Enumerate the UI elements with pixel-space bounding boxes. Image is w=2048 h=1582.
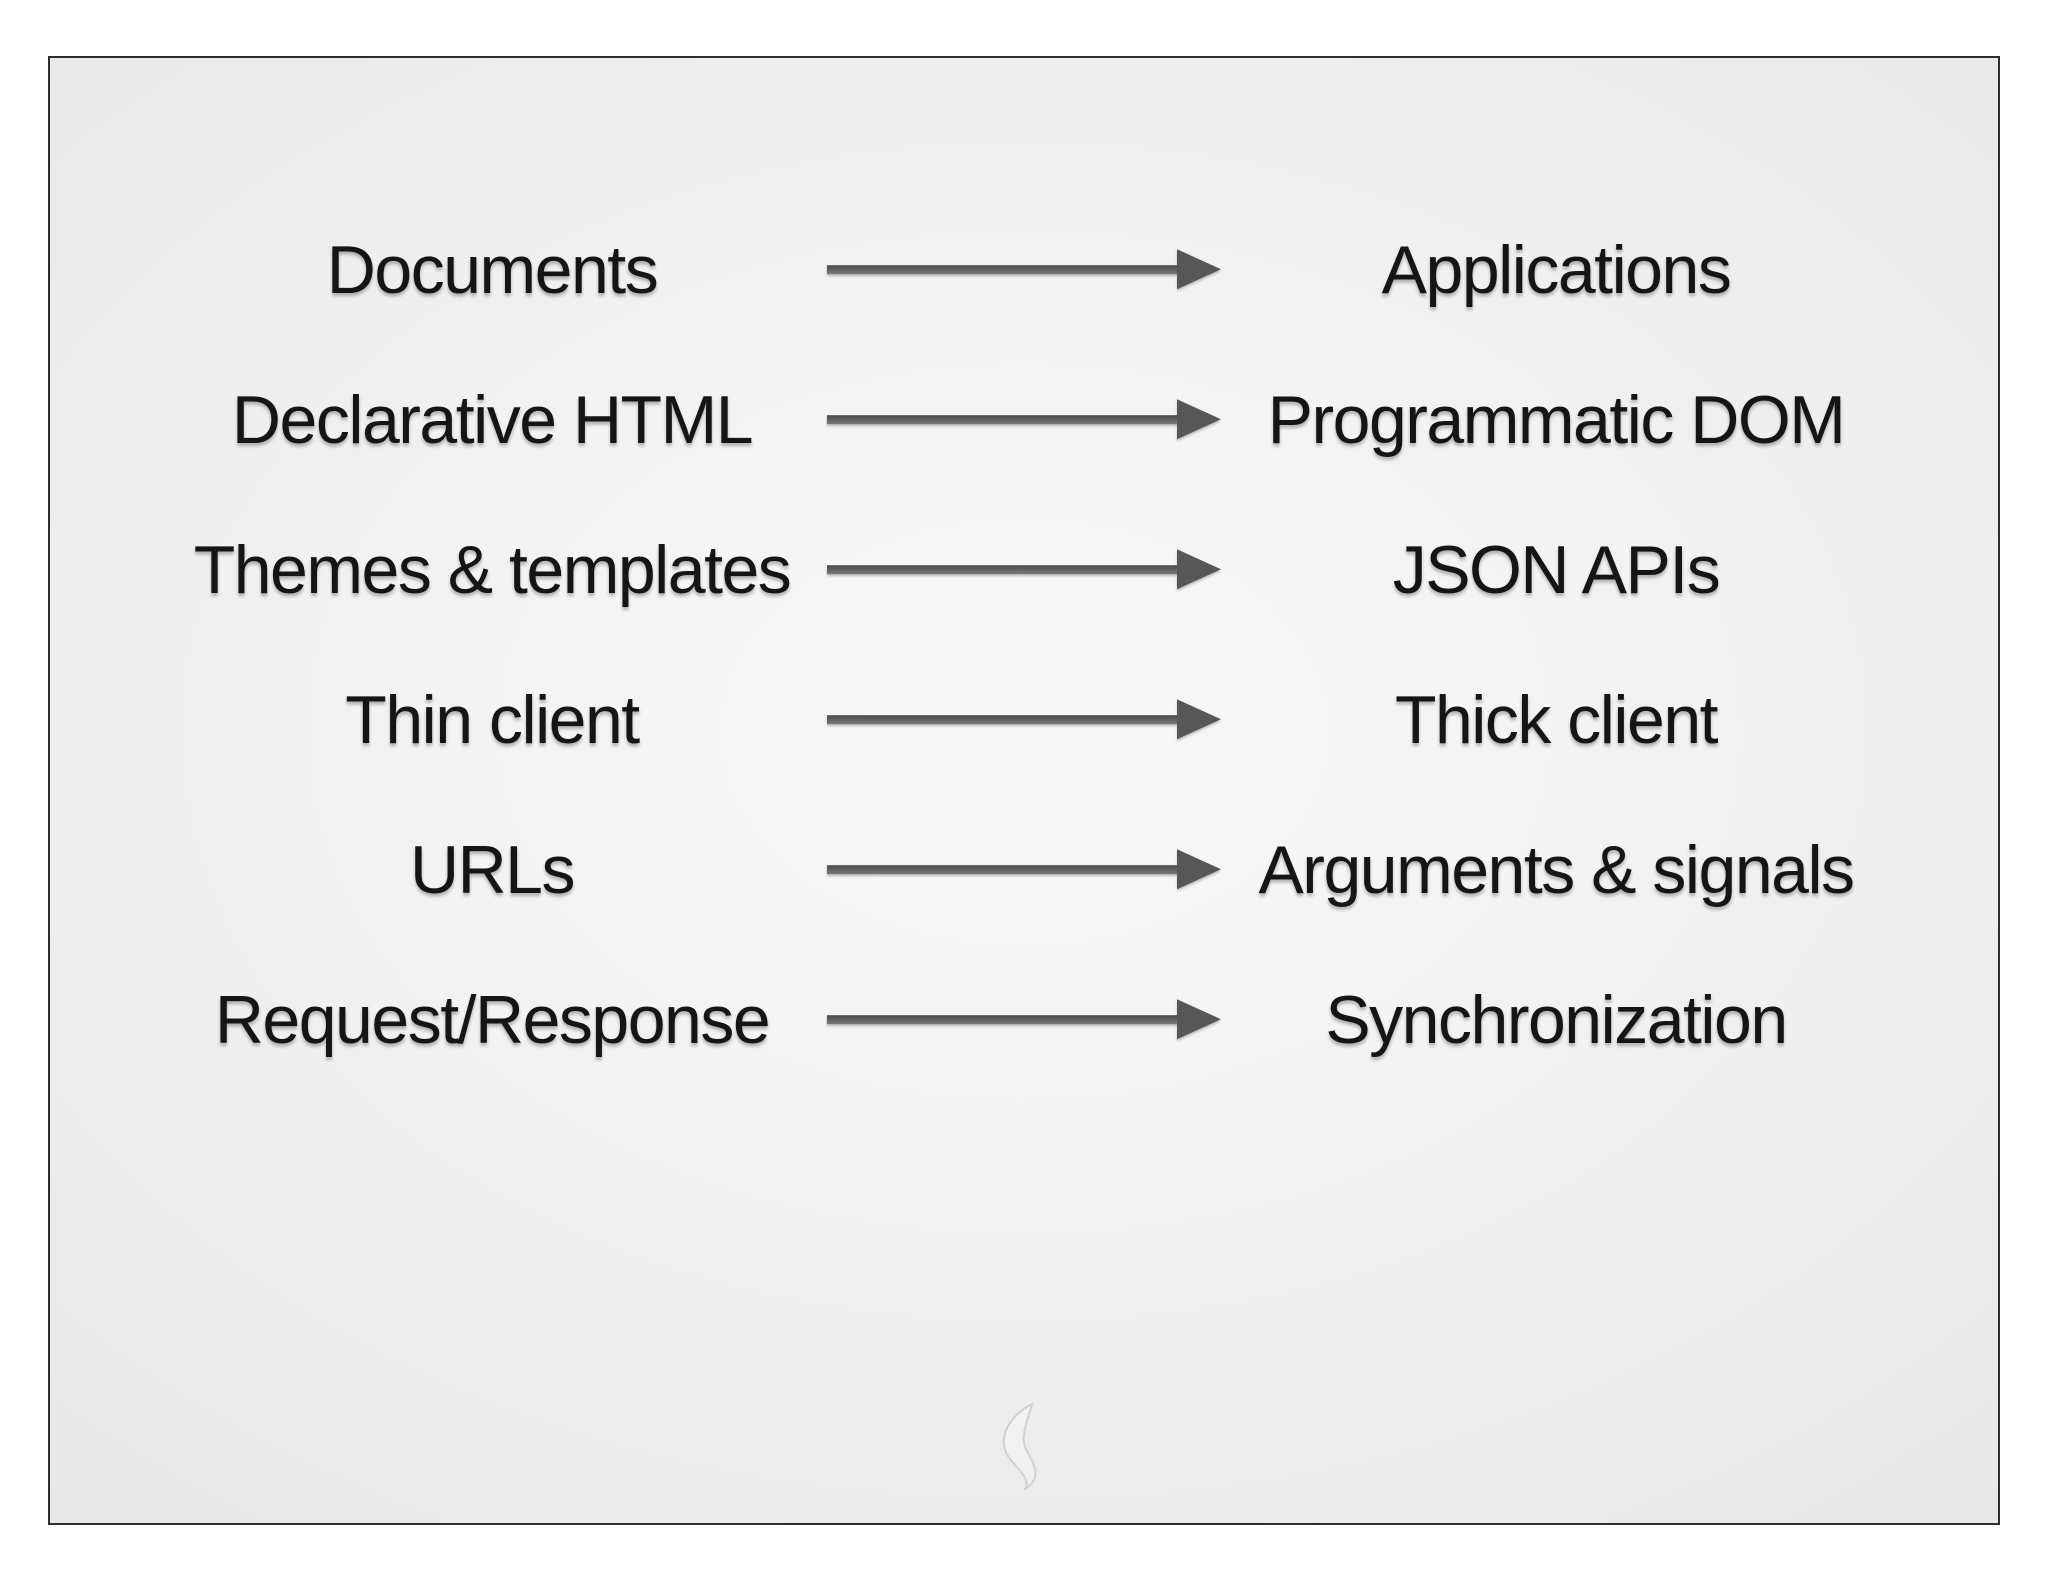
left-term-label: Declarative HTML [231, 382, 754, 458]
right-term-label: JSON APIs [1392, 532, 1721, 608]
left-term-cell: Request/Response [50, 945, 934, 1095]
arrow-shaft [827, 864, 1177, 874]
right-term-cell: Applications [1114, 195, 1998, 345]
right-arrow-icon [827, 399, 1221, 440]
right-term-label: Synchronization [1325, 982, 1788, 1058]
right-term-label: Thick client [1394, 682, 1719, 758]
right-term-cell: Arguments & signals [1114, 795, 1998, 945]
arrow-shaft [827, 564, 1177, 574]
right-arrow-icon [827, 549, 1221, 590]
arrow-shaft [827, 264, 1177, 274]
arrow-shaft [827, 414, 1177, 424]
left-term-cell: Documents [50, 195, 934, 345]
left-term-cell: Declarative HTML [50, 345, 934, 495]
arrow-head [1177, 399, 1221, 440]
mapping-rows: Documents Applications Declarative HTML [50, 195, 1998, 1095]
right-term-cell: Programmatic DOM [1114, 345, 1998, 495]
arrow-head [1177, 549, 1221, 590]
slide-canvas: Documents Applications Declarative HTML [48, 56, 2000, 1525]
left-term-label: Thin client [345, 682, 640, 758]
arrow-head [1177, 699, 1221, 740]
mapping-row: Themes & templates JSON APIs [50, 495, 1998, 645]
left-term-cell: Themes & templates [50, 495, 934, 645]
left-term-label: Documents [326, 232, 659, 308]
mapping-row: URLs Arguments & signals [50, 795, 1998, 945]
right-term-label: Programmatic DOM [1267, 382, 1846, 458]
arrow-shaft [827, 1014, 1177, 1024]
flame-watermark-icon [1002, 1403, 1037, 1490]
left-term-cell: URLs [50, 795, 934, 945]
arrow-head [1177, 849, 1221, 890]
arrow-head [1177, 249, 1221, 290]
mapping-row: Declarative HTML Programmatic DOM [50, 345, 1998, 495]
mapping-row: Documents Applications [50, 195, 1998, 345]
left-term-label: URLs [409, 832, 576, 908]
right-term-cell: JSON APIs [1114, 495, 1998, 645]
arrow-shaft [827, 714, 1177, 724]
left-term-cell: Thin client [50, 645, 934, 795]
right-term-cell: Thick client [1114, 645, 1998, 795]
right-arrow-icon [827, 849, 1221, 890]
right-arrow-icon [827, 249, 1221, 290]
left-term-label: Themes & templates [193, 532, 792, 608]
right-term-label: Arguments & signals [1258, 832, 1855, 908]
right-arrow-icon [827, 999, 1221, 1040]
mapping-row: Thin client Thick client [50, 645, 1998, 795]
right-arrow-icon [827, 699, 1221, 740]
left-term-label: Request/Response [214, 982, 771, 1058]
right-term-cell: Synchronization [1114, 945, 1998, 1095]
right-term-label: Applications [1381, 232, 1732, 308]
mapping-row: Request/Response Synchronization [50, 945, 1998, 1095]
arrow-head [1177, 999, 1221, 1040]
